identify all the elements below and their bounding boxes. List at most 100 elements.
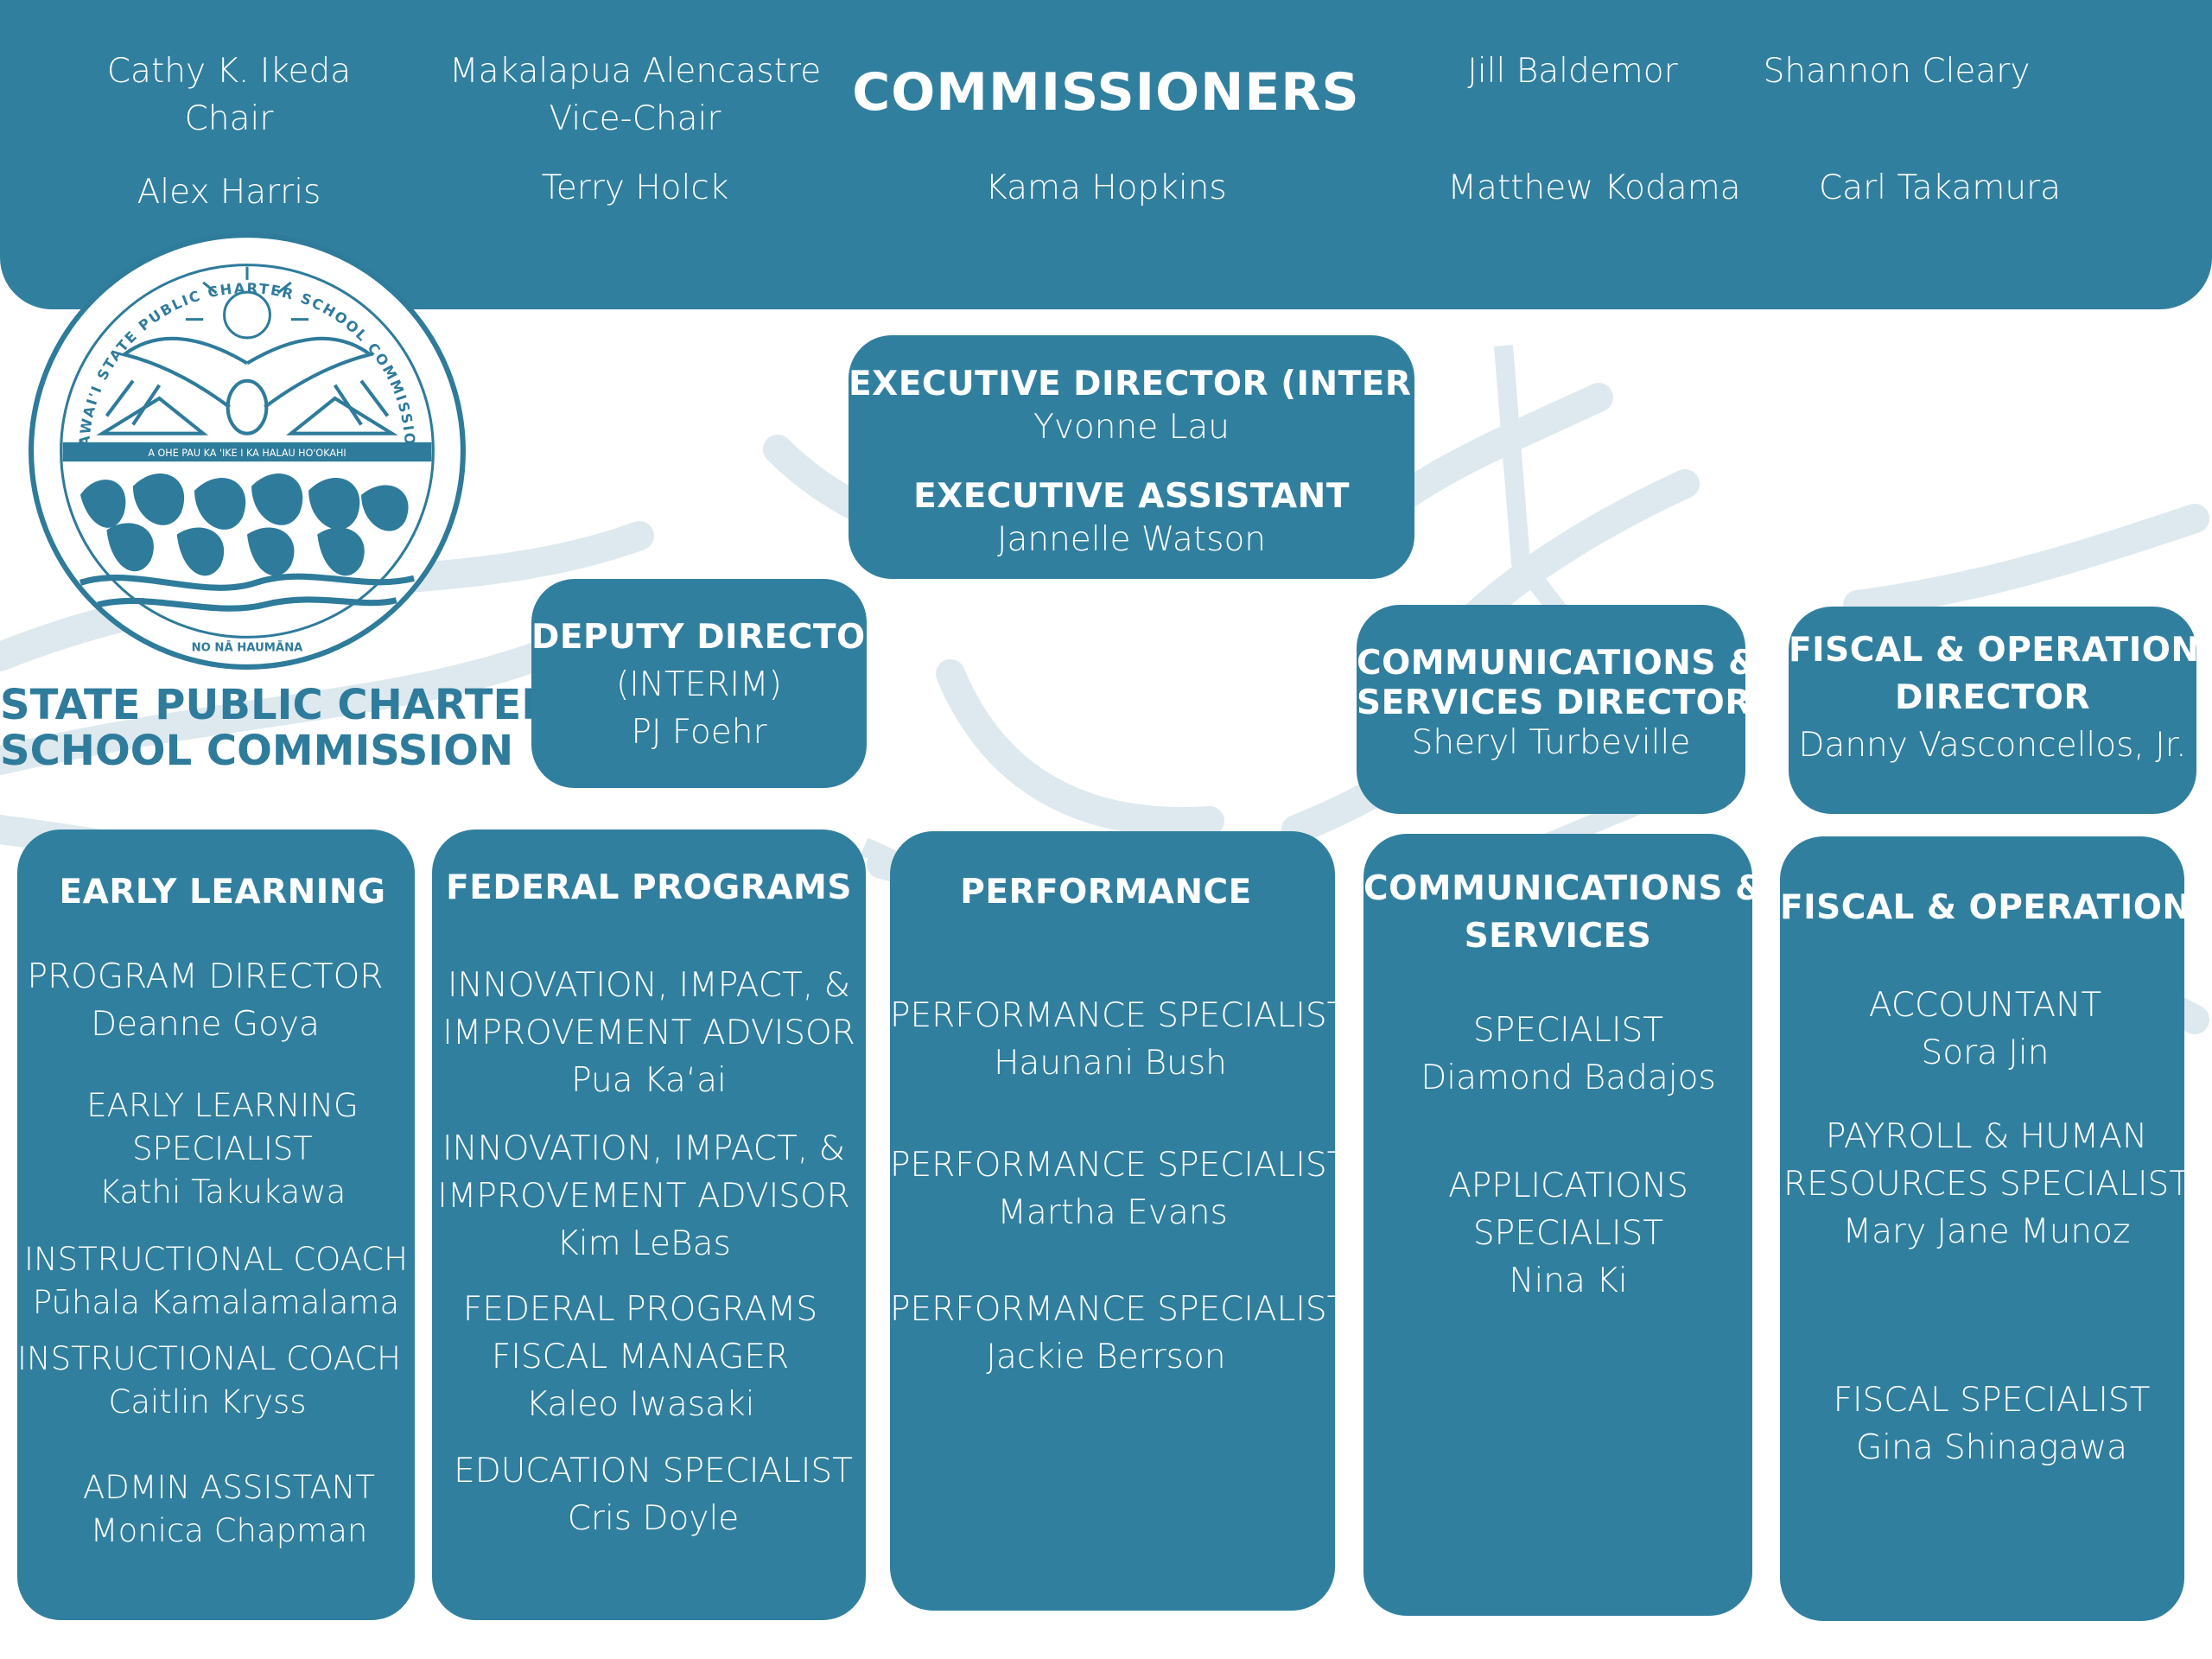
- commission-title-line1: STATE PUBLIC CHARTER: [0, 683, 501, 728]
- staff-title-line1: FEDERAL PROGRAMS: [423, 1286, 857, 1333]
- comm-director-name: Sheryl Turbeville: [1357, 723, 1745, 763]
- staff-name: Sora Jin: [1780, 1029, 2190, 1077]
- commissioner-ikeda: Cathy K. Ikeda Chair: [78, 48, 380, 143]
- staff-name: Nina Ki: [1374, 1257, 1763, 1305]
- staff-name: Kathi Takukawa: [17, 1171, 428, 1214]
- fiscal-director-title-line2: DIRECTOR: [1789, 674, 2196, 721]
- early-learning-staff-5: ADMIN ASSISTANT Monica Chapman: [26, 1466, 432, 1553]
- staff-name: Martha Evans: [890, 1189, 1335, 1236]
- fiscal-operations-staff-3: FISCAL SPECIALIST Gina Shinagawa: [1789, 1376, 2195, 1471]
- executive-director-title: EXECUTIVE DIRECTOR (INTERIM): [849, 363, 1414, 406]
- staff-title: SPECIALIST: [1374, 1007, 1763, 1054]
- staff-title: FISCAL SPECIALIST: [1789, 1376, 2195, 1424]
- communications-staff-1: SPECIALIST Diamond Badajos: [1374, 1007, 1763, 1102]
- deputy-director-name: PJ Foehr: [531, 709, 867, 756]
- staff-name: Deanne Goya: [17, 1001, 393, 1048]
- staff-title: EDUCATION SPECIALIST: [436, 1447, 870, 1495]
- fiscal-director-title-line1: FISCAL & OPERATIONS: [1789, 626, 2196, 674]
- executive-assistant-name: Jannelle Watson: [849, 518, 1414, 562]
- communications-heading-line1: COMMUNICATIONS &: [1363, 865, 1752, 912]
- federal-programs-staff-4: EDUCATION SPECIALIST Cris Doyle: [436, 1447, 870, 1542]
- fiscal-operations-heading: FISCAL & OPERATIONS: [1780, 888, 2193, 927]
- executive-director: EXECUTIVE DIRECTOR (INTERIM) Yvonne Lau: [849, 363, 1414, 449]
- commissioner-hopkins: Kama Hopkins: [955, 164, 1257, 212]
- staff-name: Haunani Bush: [890, 1039, 1331, 1087]
- commission-seal-logo: HAWAI'I STATE PUBLIC CHARTER SCHOOL COMM…: [28, 232, 467, 671]
- staff-name: Caitlin Kryss: [17, 1381, 397, 1424]
- communications-staff-2: APPLICATIONS SPECIALIST Nina Ki: [1374, 1162, 1763, 1305]
- fiscal-operations-staff-2: PAYROLL & HUMAN RESOURCES SPECIALIST Mar…: [1780, 1113, 2193, 1255]
- staff-title-line1: EARLY LEARNING: [17, 1084, 428, 1128]
- comm-director-title-line2: SERVICES DIRECTOR: [1357, 683, 1745, 723]
- staff-title-line1: APPLICATIONS: [1374, 1162, 1763, 1210]
- federal-programs-staff-2: INNOVATION, IMPACT, & IMPROVEMENT ADVISO…: [423, 1125, 864, 1268]
- commission-title-line2: SCHOOL COMMISSION: [0, 728, 501, 774]
- performance-staff-1: PERFORMANCE SPECIALIST Haunani Bush: [890, 992, 1331, 1087]
- commissioner-name: Cathy K. Ikeda: [78, 48, 380, 95]
- early-learning-staff-1: PROGRAM DIRECTOR Deanne Goya: [17, 953, 393, 1048]
- staff-name: Mary Jane Munoz: [1780, 1208, 2193, 1255]
- staff-title: PERFORMANCE SPECIALIST: [890, 1141, 1335, 1189]
- staff-name: Kim LeBas: [423, 1220, 864, 1268]
- federal-programs-heading: FEDERAL PROGRAMS: [432, 868, 866, 907]
- commissioner-baldemor: Jill Baldemor: [1417, 48, 1728, 95]
- staff-name: Monica Chapman: [26, 1510, 432, 1553]
- svg-text:A OHE PAU KA 'IKE I KA HALAU H: A OHE PAU KA 'IKE I KA HALAU HO'OKAHI: [148, 448, 346, 459]
- early-learning-heading: EARLY LEARNING: [17, 873, 428, 912]
- early-learning-staff-4: INSTRUCTIONAL COACH Caitlin Kryss: [17, 1338, 397, 1424]
- svg-text:NO NĀ HAUMĀNA: NO NĀ HAUMĀNA: [192, 639, 304, 655]
- deputy-director: DEPUTY DIRECTOR (INTERIM) PJ Foehr: [531, 613, 867, 756]
- federal-programs-staff-1: INNOVATION, IMPACT, & IMPROVEMENT ADVISO…: [432, 962, 866, 1104]
- performance-staff-3: PERFORMANCE SPECIALIST Jackie Berrson: [890, 1286, 1322, 1381]
- staff-title: ACCOUNTANT: [1780, 982, 2190, 1029]
- fiscal-operations-staff-1: ACCOUNTANT Sora Jin: [1780, 982, 2190, 1077]
- staff-name: Diamond Badajos: [1374, 1054, 1763, 1102]
- executive-assistant-title: EXECUTIVE ASSISTANT: [849, 475, 1414, 518]
- fiscal-director-name: Danny Vasconcellos, Jr.: [1789, 721, 2196, 769]
- staff-title-line2: RESOURCES SPECIALIST: [1780, 1160, 2193, 1208]
- early-learning-staff-2: EARLY LEARNING SPECIALIST Kathi Takukawa: [17, 1084, 428, 1214]
- commissioner-kodama: Matthew Kodama: [1434, 164, 1754, 212]
- staff-title-line2: IMPROVEMENT ADVISOR: [423, 1173, 864, 1220]
- staff-name: Pua Ka‘ai: [432, 1057, 866, 1104]
- staff-title: PERFORMANCE SPECIALIST: [890, 992, 1331, 1039]
- staff-title-line2: SPECIALIST: [1374, 1210, 1763, 1257]
- deputy-director-qualifier: (INTERIM): [531, 661, 867, 709]
- federal-programs-staff-3: FEDERAL PROGRAMS FISCAL MANAGER Kaleo Iw…: [423, 1286, 857, 1428]
- commissioner-cleary: Shannon Cleary: [1745, 48, 2048, 95]
- staff-title-line1: PAYROLL & HUMAN: [1780, 1113, 2193, 1160]
- commissioner-role: Vice-Chair: [449, 95, 821, 143]
- staff-name: Pūhala Kamalamalama: [17, 1281, 415, 1325]
- commissioner-holck: Terry Holck: [484, 164, 786, 212]
- fiscal-director: FISCAL & OPERATIONS DIRECTOR Danny Vasco…: [1789, 626, 2196, 769]
- early-learning-staff-3: INSTRUCTIONAL COACH Pūhala Kamalamalama: [17, 1238, 415, 1325]
- staff-title: INSTRUCTIONAL COACH: [17, 1238, 415, 1281]
- commissioners-heading: COMMISSIONERS: [847, 62, 1365, 123]
- staff-title-line2: SPECIALIST: [17, 1128, 428, 1171]
- staff-title: INSTRUCTIONAL COACH: [17, 1338, 397, 1381]
- staff-title-line2: FISCAL MANAGER: [423, 1333, 857, 1381]
- deputy-director-title: DEPUTY DIRECTOR: [531, 613, 867, 661]
- staff-title-line2: IMPROVEMENT ADVISOR: [432, 1009, 866, 1057]
- staff-title: PROGRAM DIRECTOR: [17, 953, 393, 1001]
- performance-heading: PERFORMANCE: [890, 873, 1322, 912]
- staff-name: Gina Shinagawa: [1789, 1424, 2195, 1471]
- staff-title-line1: INNOVATION, IMPACT, &: [423, 1125, 864, 1173]
- performance-staff-2: PERFORMANCE SPECIALIST Martha Evans: [890, 1141, 1335, 1236]
- executive-assistant: EXECUTIVE ASSISTANT Jannelle Watson: [849, 475, 1414, 562]
- staff-name: Kaleo Iwasaki: [423, 1381, 857, 1428]
- comm-director: COMMUNICATIONS & SERVICES DIRECTOR Shery…: [1357, 644, 1745, 763]
- staff-name: Cris Doyle: [436, 1495, 870, 1542]
- commissioner-takamura: Carl Takamura: [1789, 164, 2091, 212]
- communications-heading: COMMUNICATIONS & SERVICES: [1363, 865, 1752, 960]
- commission-title: STATE PUBLIC CHARTER SCHOOL COMMISSION: [0, 683, 501, 774]
- staff-title-line1: INNOVATION, IMPACT, &: [432, 962, 866, 1009]
- executive-director-name: Yvonne Lau: [849, 406, 1414, 449]
- staff-title: PERFORMANCE SPECIALIST: [890, 1286, 1322, 1333]
- commissioner-role: Chair: [78, 95, 380, 143]
- staff-title: ADMIN ASSISTANT: [26, 1466, 432, 1510]
- commissioner-name: Makalapua Alencastre: [449, 48, 821, 95]
- communications-heading-line2: SERVICES: [1363, 912, 1752, 960]
- comm-director-title-line1: COMMUNICATIONS &: [1357, 644, 1745, 683]
- staff-name: Jackie Berrson: [890, 1333, 1322, 1381]
